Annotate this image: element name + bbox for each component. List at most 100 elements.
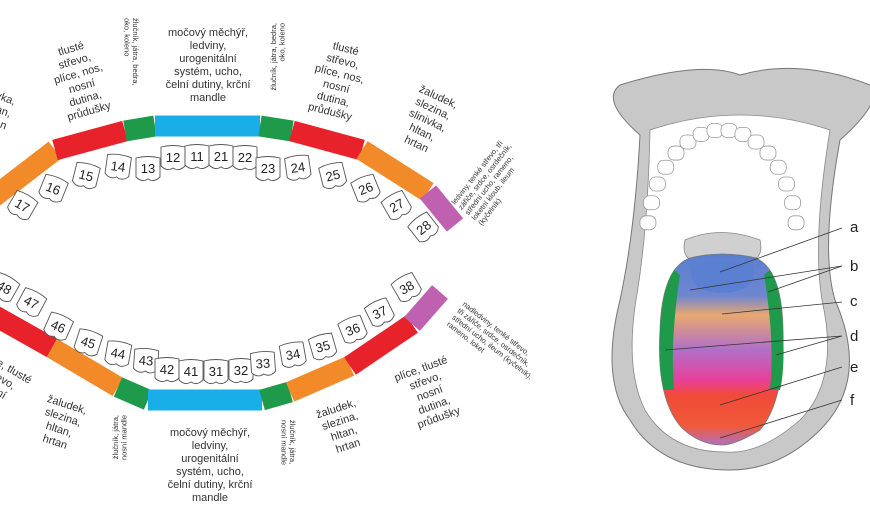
lower-tooth-32: 32 [228, 358, 254, 384]
tooth-number: 31 [209, 364, 223, 379]
tooth-number: 12 [166, 150, 180, 165]
lower-tooth-34: 34 [278, 341, 307, 368]
mouth-tooth [759, 145, 777, 161]
upper-tooth-13: 13 [135, 156, 161, 182]
lower-segment-green [259, 381, 293, 411]
lower-tooth-44: 44 [104, 340, 133, 367]
tooth-number: 25 [324, 166, 342, 184]
upper-tooth-23: 23 [255, 156, 281, 182]
mouth-tooth [679, 134, 697, 150]
label-line: žlučník, játra, [288, 420, 297, 464]
label-c: c [850, 293, 858, 310]
tooth-number: 32 [234, 363, 248, 378]
upper-tooth-24: 24 [284, 154, 312, 181]
label-line: nosní mandle [120, 415, 129, 460]
lower-segment-orange [285, 356, 355, 402]
tooth-number: 15 [77, 166, 95, 184]
lower-label-36-37: plíce, tlustéstřevo,nosnídutina,průdušky [393, 354, 467, 433]
mouth-tooth [784, 195, 801, 211]
upper-segment-green [123, 115, 157, 142]
label-line: žlučník, játra, [111, 415, 120, 459]
upper-tooth-26: 26 [350, 173, 381, 203]
lower-tooth-37: 37 [363, 297, 395, 327]
lower-tooth-33: 33 [249, 350, 276, 377]
label-line: mandle [192, 492, 228, 504]
upper-label-23: žlučník, játra, bedra,oko, koleno [269, 23, 287, 91]
lower-tooth-46: 46 [43, 311, 74, 341]
lower-tooth-42: 42 [154, 357, 180, 383]
tooth-number: 36 [343, 320, 362, 339]
tooth-number: 22 [238, 150, 252, 165]
mouth-tooth [778, 176, 795, 192]
upper-tooth-17: 17 [7, 189, 39, 220]
lower-segment-red [344, 315, 418, 375]
tooth-number: 11 [190, 149, 204, 164]
upper-tooth-27: 27 [380, 189, 412, 220]
tooth-number: 41 [184, 364, 198, 379]
label-line: oko, koleno [123, 18, 132, 56]
upper-segment-orange [356, 141, 434, 201]
label-line: urogenitální [181, 453, 239, 465]
lower-label-43: žlučník, játra,nosní mandle [111, 415, 129, 460]
mouth-tooth [639, 215, 657, 231]
lower-label-33: žlučník, játra,nosní mandle [280, 420, 298, 465]
lower-organ-band [0, 285, 448, 411]
label-line: hrtan [0, 112, 8, 132]
mouth-tooth [657, 159, 675, 175]
label-d: d [850, 328, 858, 345]
lower-tooth-36: 36 [337, 314, 368, 344]
label-e: e [850, 359, 858, 376]
label-line: ledviny, [192, 440, 228, 452]
lower-tooth-31: 31 [203, 359, 229, 385]
tooth-number: 47 [21, 293, 41, 313]
tongue-side-left [659, 270, 680, 390]
upper-label-26-27: žaludek,slezina,slinivka,hltan,hrtan [395, 83, 459, 158]
label-line: systém, ucho, [176, 466, 244, 478]
mouth-tooth [769, 159, 787, 175]
upper-tooth-21: 21 [208, 144, 234, 170]
mouth-tooth [747, 134, 765, 150]
upper-segment-red [52, 120, 128, 161]
label-line: mandle [190, 92, 226, 104]
upper-tooth-15: 15 [71, 161, 101, 190]
tooth-number: 13 [141, 161, 155, 176]
mouth-tooth [643, 195, 660, 211]
lower-label-left: plíce, tlustéstřevo,nosní [0, 348, 34, 409]
tooth-number: 27 [387, 195, 407, 215]
upper-tooth-14: 14 [104, 153, 132, 180]
upper-label-13: žlučník, játra, bedra,oko, koleno [123, 18, 141, 86]
upper-segment-orange [0, 141, 62, 206]
tooth-number: 16 [44, 179, 63, 198]
lower-tooth-47: 47 [16, 287, 48, 317]
label-line: ledviny, [190, 40, 226, 52]
upper-tooth-16: 16 [38, 173, 69, 203]
lower-label-34-35: žaludek,slezina,hltan,hrtan [315, 397, 370, 458]
label-line: urogenitální [179, 53, 237, 65]
mouth-tooth [787, 215, 805, 231]
label-b: b [850, 258, 858, 275]
lower-tooth-45: 45 [73, 328, 104, 357]
lower-label-38: nadledviny, tenké střevo,tři zářiče, srd… [445, 299, 545, 388]
upper-label-16-15: tlustéstřevo,plíce, nos,nosnídutina,průd… [45, 36, 114, 124]
mouth-tooth [706, 123, 724, 138]
mouth-tooth [667, 145, 685, 161]
mouth-tooth [649, 176, 666, 192]
lower-tooth-48: 48 [0, 271, 21, 302]
upper-tooth-11: 11 [184, 144, 210, 170]
upper-tooth-12: 12 [160, 145, 186, 171]
label-line: systém, ucho, [174, 66, 242, 78]
lower-tooth-35: 35 [307, 332, 338, 361]
tooth-number: 17 [12, 195, 32, 215]
tooth-number: 23 [261, 161, 275, 176]
upper-segment-green [258, 115, 294, 142]
tooth-number: 24 [290, 159, 306, 176]
label-line: čelní dutiny, krční [166, 79, 251, 91]
lower-segment-purple [404, 285, 448, 331]
tooth-number: 38 [397, 277, 417, 297]
pointer-lines [664, 227, 843, 439]
tongue-back-blue [691, 261, 754, 293]
label-line: žlučník, játra, bedra, [269, 23, 278, 91]
